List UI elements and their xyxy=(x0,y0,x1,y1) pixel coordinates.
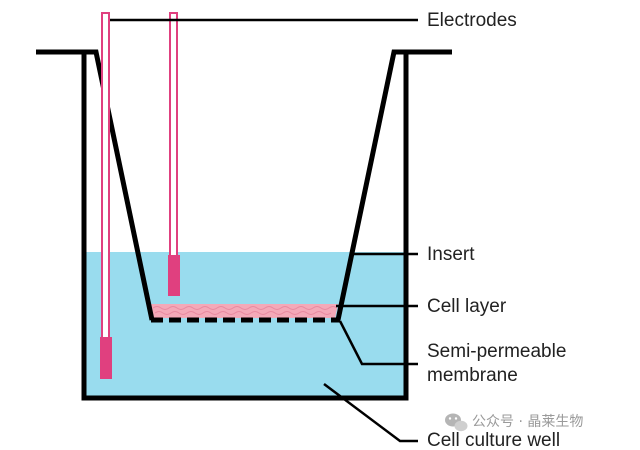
insert-wall-right xyxy=(335,49,406,321)
wechat-icon xyxy=(445,413,468,432)
label-membrane-line1: Semi-permeable xyxy=(427,341,566,362)
leader-membrane xyxy=(338,320,418,366)
watermark: 公众号 · 晶莱生物 xyxy=(445,413,583,432)
watermark-text: 公众号 · 晶莱生物 xyxy=(472,414,583,430)
label-electrodes: Electrodes xyxy=(427,10,517,31)
leader-culture-well xyxy=(323,383,418,443)
electrode-outer xyxy=(100,12,112,379)
electrode-inner xyxy=(168,12,180,296)
electrode-inner-tip xyxy=(168,255,180,296)
cell-layer xyxy=(151,304,338,318)
cell-layer-texture xyxy=(152,306,338,315)
label-cell-layer: Cell layer xyxy=(427,296,507,317)
insert-wall-left xyxy=(84,49,155,321)
culture-well-outline xyxy=(36,49,452,401)
electrode-outer-tip xyxy=(100,337,112,379)
label-culture-well: Cell culture well xyxy=(427,430,560,450)
culture-medium xyxy=(86,252,404,398)
electrode-inner-shaft xyxy=(169,12,178,258)
label-membrane-line2: membrane xyxy=(427,365,518,386)
label-insert: Insert xyxy=(427,244,475,265)
electrode-outer-shaft xyxy=(101,12,110,340)
leader-lines xyxy=(110,18,418,443)
